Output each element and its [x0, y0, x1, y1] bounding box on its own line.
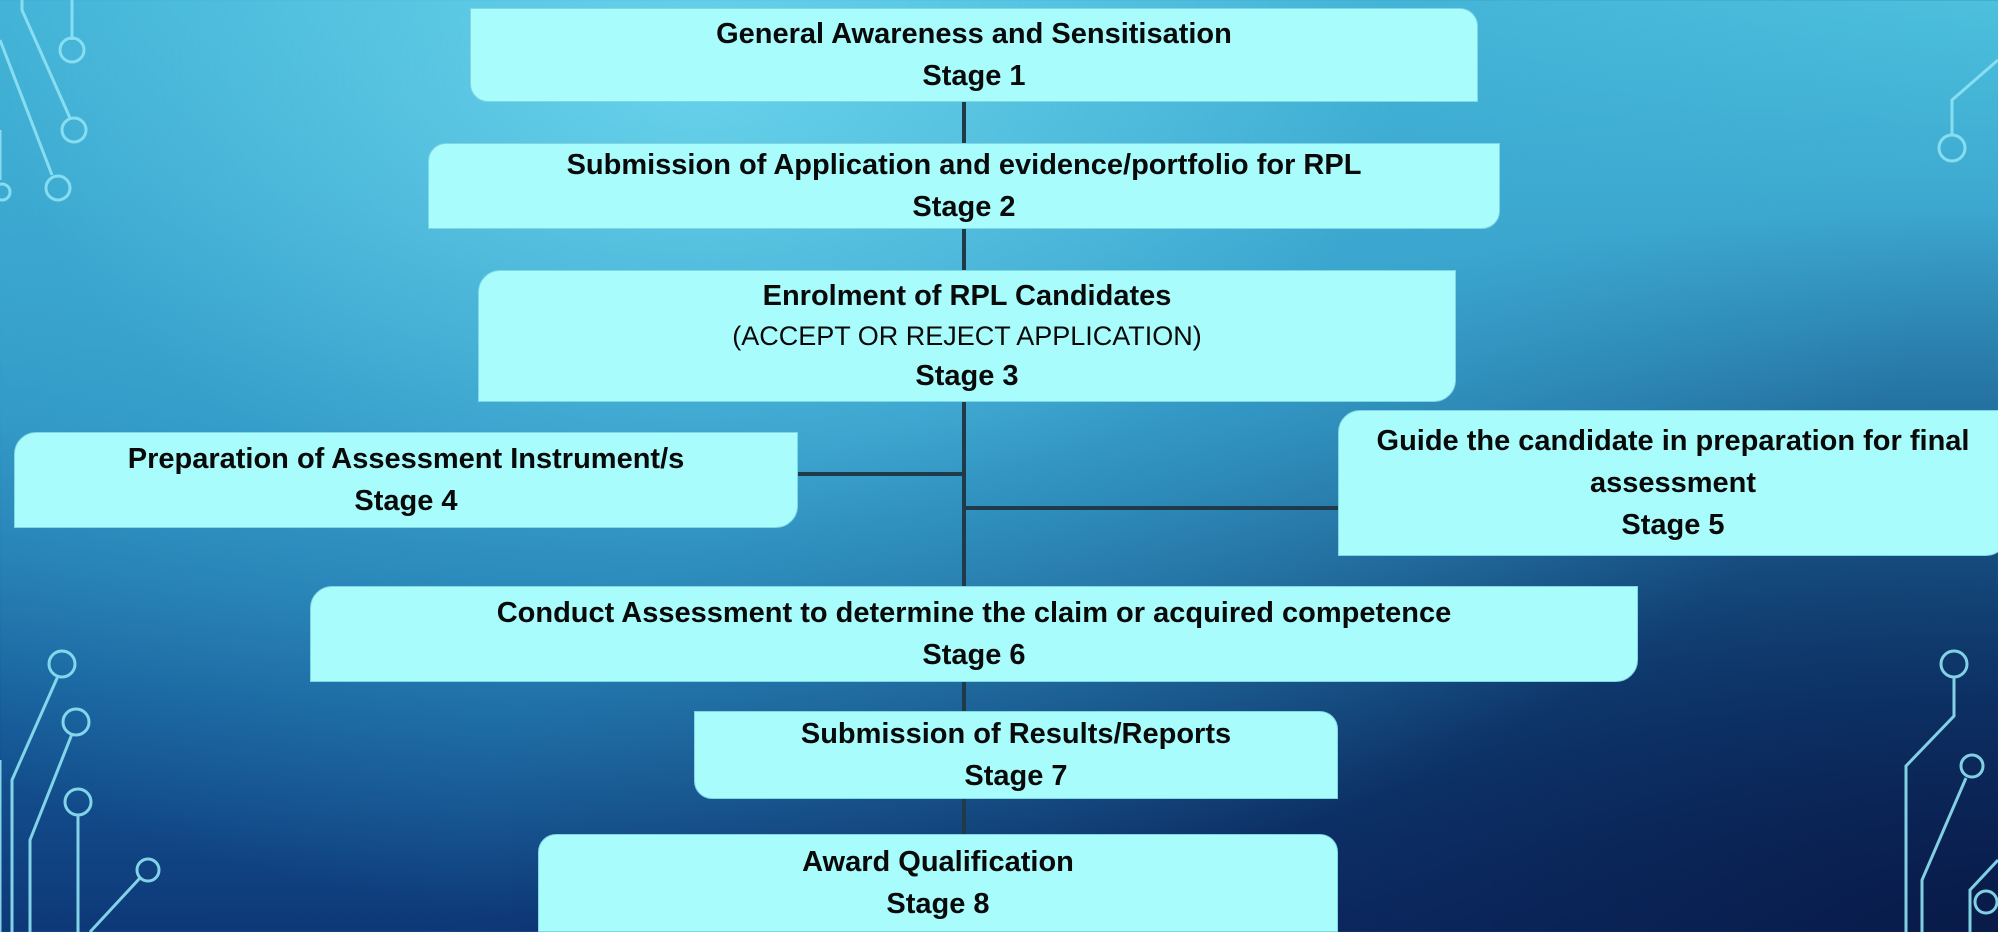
stage-2-box: Submission of Application and evidence/p… — [428, 143, 1500, 229]
stage-label: Stage 4 — [354, 485, 458, 517]
stage-title: Preparation of Assessment Instrument/s — [127, 443, 685, 475]
stage-7-box: Submission of Results/Reports Stage 7 — [694, 711, 1338, 799]
stage-label: Stage 2 — [912, 191, 1016, 223]
stage-8-box: Award Qualification Stage 8 — [538, 834, 1338, 932]
stage-title: Submission of Application and evidence/p… — [566, 149, 1362, 181]
stage-1-box: General Awareness and Sensitisation Stag… — [470, 8, 1478, 102]
stage-title: General Awareness and Sensitisation — [716, 18, 1232, 50]
stage-label: Stage 1 — [922, 60, 1026, 92]
stage-label: Stage 8 — [886, 888, 990, 920]
stage-label: Stage 7 — [964, 760, 1068, 792]
stage-title: Conduct Assessment to determine the clai… — [496, 597, 1452, 629]
stage-title: Guide the candidate in preparation for f… — [1376, 425, 1970, 499]
stage-label: Stage 5 — [1621, 509, 1725, 541]
stage-label: Stage 6 — [922, 639, 1026, 671]
stage-note: (ACCEPT OR REJECT APPLICATION) — [732, 321, 1202, 351]
stage-label: Stage 3 — [915, 360, 1019, 392]
stage-title: Award Qualification — [802, 846, 1074, 878]
stage-5-box: Guide the candidate in preparation for f… — [1338, 410, 1998, 556]
stage-3-box: Enrolment of RPL Candidates (ACCEPT OR R… — [478, 270, 1456, 402]
stage-6-box: Conduct Assessment to determine the clai… — [310, 586, 1638, 682]
stage-4-box: Preparation of Assessment Instrument/s S… — [14, 432, 798, 528]
stage-title: Submission of Results/Reports — [800, 718, 1232, 750]
stage-title: Enrolment of RPL Candidates — [762, 280, 1172, 312]
